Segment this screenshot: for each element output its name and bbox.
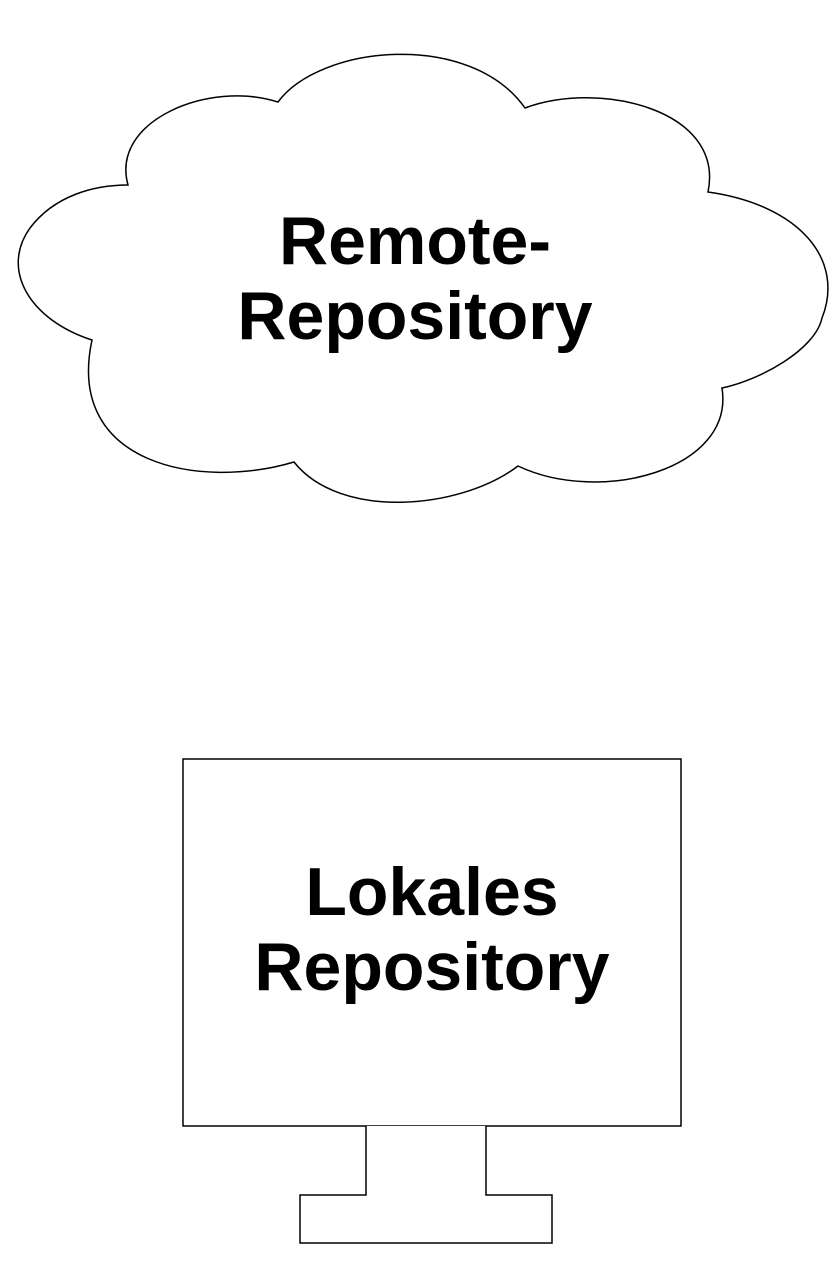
monitor-neck bbox=[299, 1126, 553, 1244]
cloud-shape bbox=[17, 53, 829, 503]
monitor-screen bbox=[182, 758, 682, 1127]
local-label-line-1: Lokales bbox=[305, 854, 559, 930]
remote-label-line-1: Remote- bbox=[278, 203, 552, 279]
remote-label-line-2: Repository bbox=[237, 277, 593, 354]
local-repository-label: Lokales Repository bbox=[184, 855, 680, 1005]
remote-repository-label: Remote- Repository bbox=[120, 204, 710, 354]
local-label-line-2: Repository bbox=[254, 928, 610, 1005]
